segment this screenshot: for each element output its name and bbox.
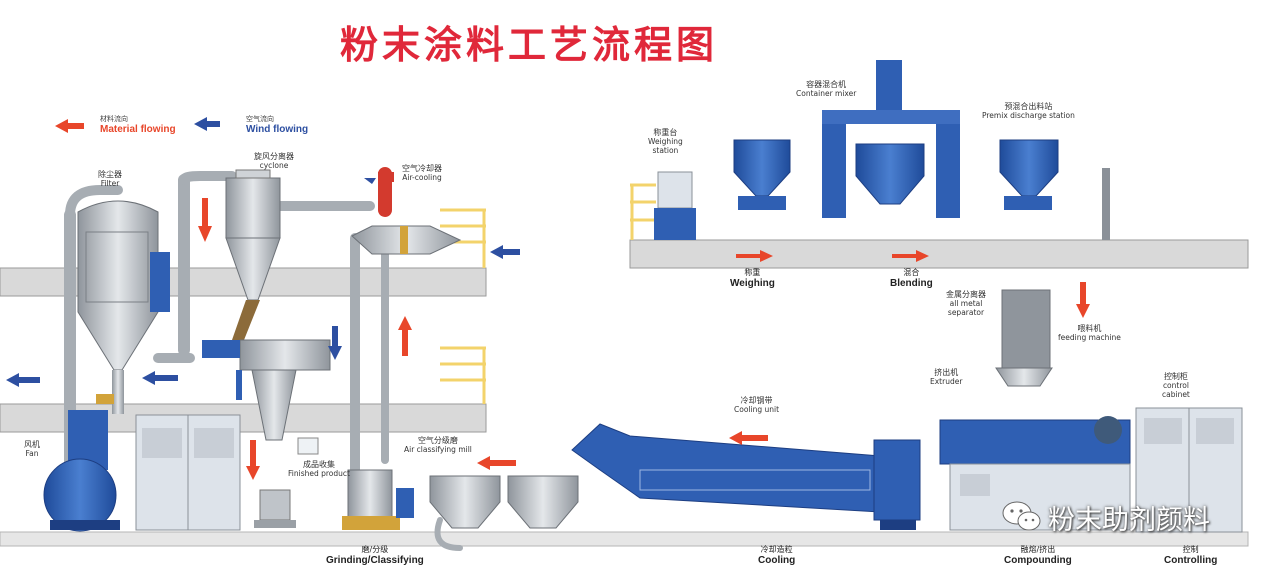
premix-station-unit	[999, 139, 1110, 240]
label-filter: 除尘器 Filter	[98, 170, 122, 188]
legend-material: 材料流向 Material flowing	[100, 114, 176, 135]
wind-flow-arrows	[6, 117, 520, 387]
legend-wind-cn: 空气流向	[246, 115, 274, 123]
fan-unit	[43, 410, 120, 532]
watermark-text: 粉末助剂颜料	[1048, 505, 1210, 536]
cyclone-unit	[225, 169, 281, 340]
label-control-cabinet: 控制柜 control cabinet	[1162, 372, 1190, 399]
watermark: 粉末助剂颜料	[1000, 496, 1244, 536]
label-container-mixer: 容器混合机 Container mixer	[796, 80, 857, 98]
legend-material-cn: 材料流向	[100, 115, 128, 123]
label-weighing-station: 称重台 Weighing station	[648, 128, 683, 155]
control-cabinet-unit	[1135, 407, 1243, 533]
cooling-belt	[571, 423, 921, 530]
stage-blending: 混合 Blending	[890, 268, 933, 289]
material-hoppers	[429, 475, 579, 529]
stage-cooling: 冷却造粒 Cooling	[758, 545, 796, 566]
wechat-icon	[1002, 501, 1041, 531]
label-premix-station: 预混合出料站 Premix discharge station	[982, 102, 1075, 120]
label-finished-product: 成品收集 Finished product	[288, 460, 350, 478]
label-metal-separator: 金属分离器 all metal separator	[946, 290, 986, 317]
legend-wind-en: Wind flowing	[246, 124, 309, 135]
label-fan: 风机 Fan	[24, 440, 40, 458]
air-cooling-unit	[351, 172, 462, 255]
page-title: 粉末涂料工艺流程图	[340, 23, 719, 67]
filter-unit	[77, 200, 170, 414]
stage-controlling: 控制 Controlling	[1164, 545, 1218, 566]
label-cyclone: 旋风分离器 cyclone	[254, 152, 294, 170]
stage-grinding: 磨/分级 Grinding/Classifying	[326, 545, 424, 566]
label-extruder: 挤出机 Extruder	[930, 368, 963, 386]
container-mixer-unit	[822, 60, 960, 218]
fan-control-panel	[135, 414, 241, 531]
label-feeding-machine: 喂料机 feeding machine	[1058, 324, 1121, 342]
weighing-station-unit	[654, 139, 791, 240]
material-flow-arrows	[55, 119, 1090, 480]
piping	[0, 167, 463, 551]
sieve-and-collector	[202, 339, 331, 528]
stage-compounding: 融熔/挤出 Compounding	[1004, 545, 1072, 566]
stage-weighing: 称重 Weighing	[730, 268, 775, 289]
label-cooling-unit: 冷却钢带 Cooling unit	[734, 396, 780, 414]
legend-wind: 空气流向 Wind flowing	[246, 114, 308, 135]
air-classifying-mill-unit	[342, 469, 414, 530]
legend-material-en: Material flowing	[100, 124, 176, 135]
floor-slabs	[0, 239, 1249, 547]
safety-rails	[440, 183, 656, 404]
label-air-cooling: 空气冷却器 Air-cooling	[402, 164, 442, 182]
label-air-classifying-mill: 空气分级磨 Air classifying mill	[404, 436, 472, 454]
